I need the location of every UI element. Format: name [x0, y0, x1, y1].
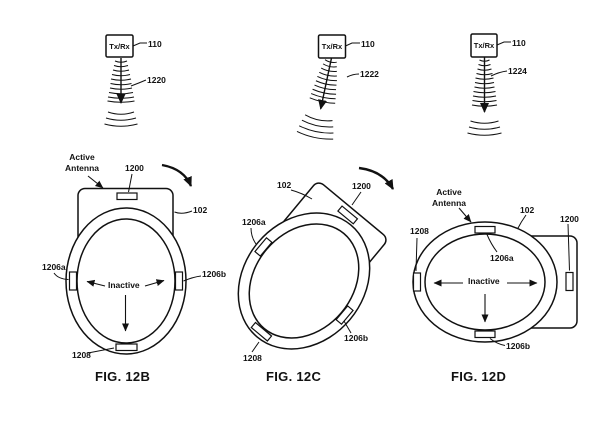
ref-1206b-12d: 1206b: [506, 341, 531, 351]
beam-1222-icon: [296, 57, 337, 140]
upper-left-antenna-12c: [254, 236, 273, 257]
card-antenna-12b: [116, 192, 138, 201]
transmitter-2: [296, 34, 360, 140]
ref-1208-12c: 1208: [243, 353, 262, 363]
leader-1206b-12b: [183, 275, 202, 282]
fig-12b-caption: FIG. 12B: [95, 369, 151, 384]
ref-1208-12d: 1208: [410, 226, 429, 236]
active-antenna-arrow-12b: [87, 175, 104, 189]
beam-1220-icon: [104, 58, 138, 127]
transmitter-3: [467, 33, 511, 136]
active-antenna-arrow-12d: [458, 207, 472, 223]
ref-1206b-12c: 1206b: [344, 333, 369, 343]
leader-102-12d: [517, 214, 527, 230]
ref-110-1: 110: [148, 39, 162, 49]
lower-left-antenna-12c: [250, 321, 273, 342]
inactive-label-12d: Inactive: [468, 276, 500, 286]
lower-right-antenna-12c: [335, 305, 354, 326]
leader-1222: [346, 73, 360, 78]
transmitter-1: [104, 34, 147, 127]
leader-102-12b: [174, 210, 193, 214]
leader-102-12c: [290, 189, 313, 200]
ref-1200-12c: 1200: [352, 181, 371, 191]
leader-1206a-12b: [53, 272, 69, 280]
left-antenna-12b: [68, 271, 78, 291]
inactive-arrow-left-12b: [86, 279, 106, 287]
fig-12c-art: [237, 166, 395, 353]
leader-1200-12c: [351, 191, 362, 206]
txrx-box-label-2: Tx/Rx: [321, 42, 343, 51]
txrx-box-label-3: Tx/Rx: [473, 41, 495, 50]
beam-1224-icon: [467, 57, 502, 136]
ref-102-12c: 102: [277, 180, 292, 190]
leader-1220: [130, 79, 147, 87]
leader-1200-12d: [567, 223, 570, 271]
ref-102-12b: 102: [193, 205, 208, 215]
top-antenna-12d: [474, 225, 496, 234]
ref-1206a-12d: 1206a: [490, 253, 514, 263]
leader-1206b-12d: [489, 338, 506, 346]
bottom-antenna-12b: [115, 343, 138, 352]
ref-1222: 1222: [360, 69, 379, 79]
fig-12d-caption: FIG. 12D: [451, 369, 507, 384]
leader-1206a-12d: [486, 234, 498, 253]
leader-1208-12b: [87, 347, 115, 354]
ref-1224: 1224: [508, 66, 527, 76]
active-antenna-line1-12d: Active: [436, 187, 462, 197]
txrx-box-2: [317, 34, 347, 59]
leader-1206a-12c: [250, 227, 257, 245]
leader-110-1: [132, 42, 147, 47]
ref-1200-12d: 1200: [560, 214, 579, 224]
ref-102-12d: 102: [520, 205, 535, 215]
active-antenna-line1-12b: Active: [69, 152, 95, 162]
left-antenna-12d: [412, 272, 422, 292]
ref-1206b-12b: 1206b: [202, 269, 227, 279]
leader-1206b-12c: [343, 320, 352, 334]
ring-inner-12d: [424, 233, 546, 331]
ref-110-2: 110: [361, 39, 375, 49]
rotation-arrow-12b-icon: [161, 163, 193, 187]
txrx-box-label-1: Tx/Rx: [109, 41, 130, 51]
leader-1208-12d: [415, 237, 418, 272]
inactive-arrow-right-12b: [144, 279, 165, 287]
leader-110-3: [496, 41, 511, 46]
fig-12d-art: [412, 207, 578, 346]
fig-12c-caption: FIG. 12C: [266, 369, 322, 384]
active-antenna-line2-12d: Antenna: [432, 197, 466, 208]
ref-1200-12b: 1200: [125, 163, 144, 173]
leader-110-2: [345, 42, 360, 47]
active-antenna-line2-12b: Antenna: [65, 162, 99, 173]
leader-1224: [490, 70, 508, 77]
ref-1206a-12b: 1206a: [42, 262, 66, 272]
right-antenna-12b: [174, 271, 184, 291]
rotation-arrow-12c-icon: [358, 166, 395, 190]
ref-1208-12b: 1208: [72, 350, 91, 360]
card-antenna-12d: [565, 271, 574, 292]
card-antenna-12c: [337, 205, 359, 225]
ref-1220: 1220: [147, 75, 166, 85]
leader-1200-12b: [128, 173, 133, 193]
ref-1206a-12c: 1206a: [242, 217, 266, 227]
active-antenna-label-12d: Active Antenna: [427, 187, 471, 208]
fig-12b-art: [53, 163, 202, 355]
active-antenna-label-12b: Active Antenna: [60, 152, 104, 173]
leader-1208-12c: [251, 341, 260, 353]
ref-110-3: 110: [512, 38, 526, 48]
bottom-antenna-12d: [474, 330, 496, 339]
inactive-label-12b: Inactive: [108, 280, 140, 290]
